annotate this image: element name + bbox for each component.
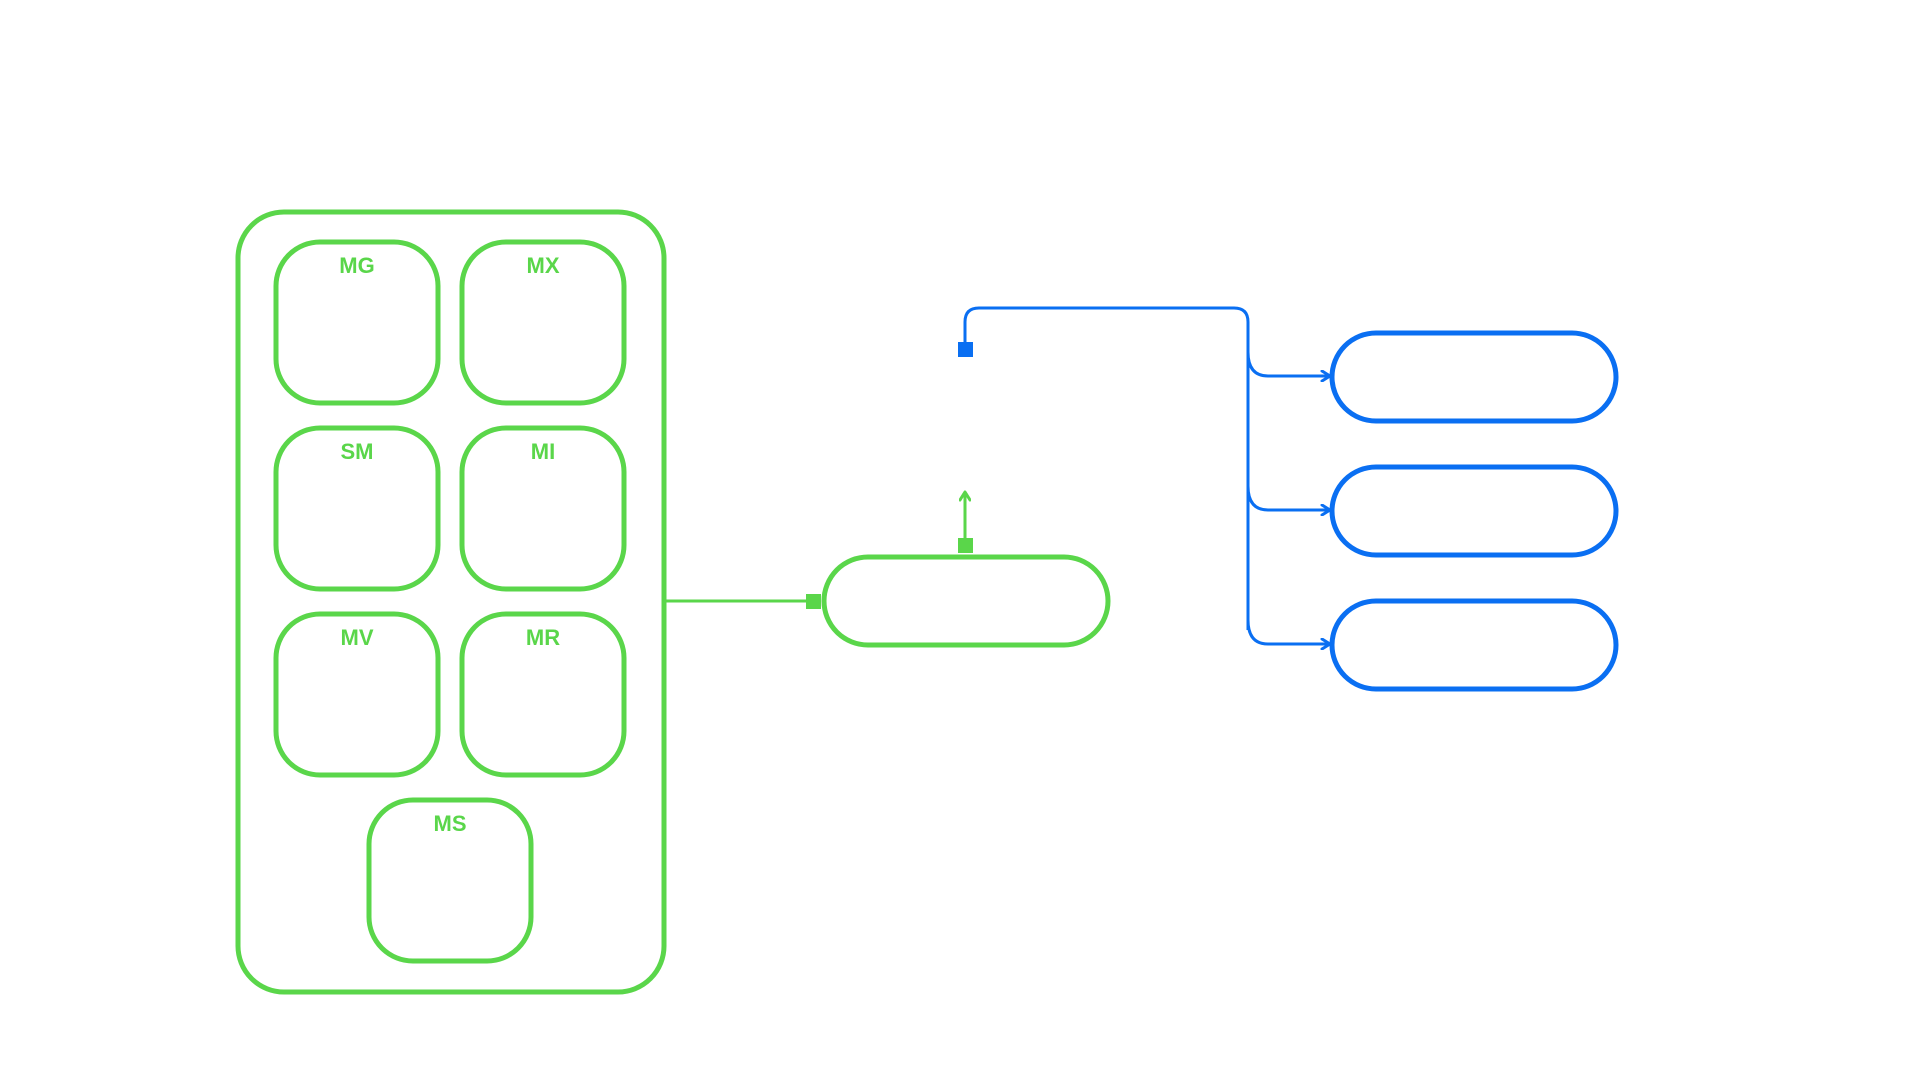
blue-routing-trunk — [963, 306, 1250, 630]
module-box-mr[interactable]: MR — [459, 611, 627, 778]
hub-output-port[interactable] — [958, 538, 973, 553]
module-label-mv: MV — [341, 625, 374, 650]
module-box-mg[interactable]: MG — [273, 239, 441, 406]
module-box-sm[interactable]: SM — [273, 425, 441, 592]
hub-input-port[interactable] — [806, 594, 821, 609]
blue-branch-3 — [1246, 619, 1330, 644]
blue-branch-2 — [1246, 485, 1330, 510]
module-label-mg: MG — [339, 253, 374, 278]
target-node-1[interactable] — [1329, 330, 1619, 424]
module-box-ms[interactable]: MS — [366, 797, 534, 964]
module-box-mx[interactable]: MX — [459, 239, 627, 406]
module-label-mr: MR — [526, 625, 560, 650]
module-label-ms: MS — [434, 811, 467, 836]
blue-branch-1 — [1246, 351, 1330, 376]
module-label-mi: MI — [531, 439, 555, 464]
blue-source-port[interactable] — [958, 342, 973, 357]
target-node-3[interactable] — [1329, 598, 1619, 692]
hub-node[interactable] — [821, 554, 1111, 648]
module-group-container[interactable] — [235, 209, 667, 995]
module-box-mv[interactable]: MV — [273, 611, 441, 778]
module-label-sm: SM — [341, 439, 374, 464]
target-node-2[interactable] — [1329, 464, 1619, 558]
module-box-mi[interactable]: MI — [459, 425, 627, 592]
module-label-mx: MX — [527, 253, 560, 278]
